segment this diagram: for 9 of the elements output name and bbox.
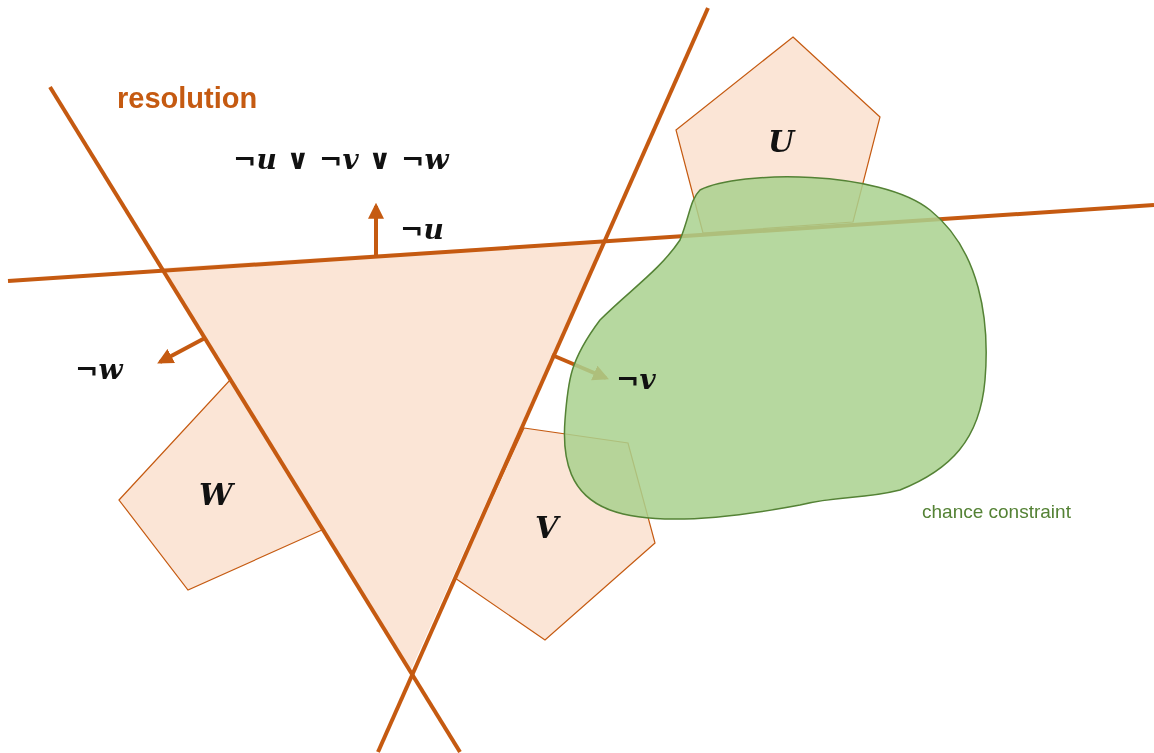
heading-text: resolution (117, 84, 258, 113)
clause-label: ¬w (75, 356, 123, 384)
region-label: U (768, 127, 795, 157)
clause-label: ¬u (400, 216, 444, 244)
clause-label: ¬u ∨ ¬v ∨ ¬w (233, 146, 449, 174)
region-label: W (199, 480, 233, 510)
clause-label: ¬v (616, 366, 656, 394)
region-caption: chance constraint (922, 501, 1071, 523)
region-label: V (535, 513, 559, 543)
